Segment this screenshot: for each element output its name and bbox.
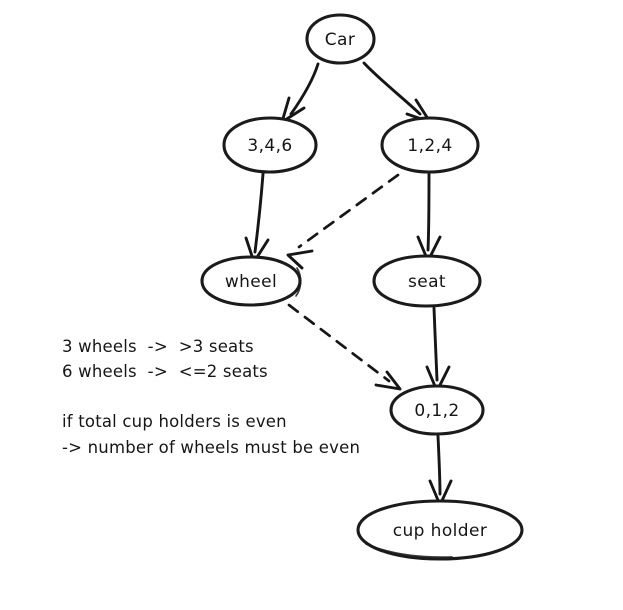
edge-line [297, 173, 400, 249]
node-ellipse [356, 499, 524, 561]
arrow-head-icon [374, 370, 402, 391]
edge-line [253, 172, 265, 254]
node-seat[interactable]: seat [372, 254, 482, 308]
node-cups-domain[interactable]: 0,1,2 [389, 384, 485, 436]
node-ellipse [380, 116, 480, 174]
node-label: seat [408, 272, 446, 292]
node-ellipse [372, 254, 482, 308]
node-ellipse [200, 255, 302, 307]
node-label: Car [325, 30, 355, 50]
node-sketch-stroke [365, 543, 453, 558]
node-label: cup holder [393, 521, 487, 541]
edge-seat-to-cups-dom [425, 306, 451, 393]
node-ellipse [305, 13, 376, 65]
node-sketch-stroke [295, 267, 302, 297]
edge-cups-dom-to-cup-holder [428, 434, 453, 507]
edge-car-to-seats-dom [362, 61, 432, 124]
edge-seats-dom-to-seat [416, 172, 442, 263]
edge-line [432, 306, 439, 382]
edge-line [436, 434, 442, 496]
arrow-head-icon [286, 249, 314, 270]
annotation-wheel-seat-constraints: 3 wheels -> >3 seats 6 wheels -> <=2 sea… [62, 337, 268, 381]
annotation-layer: 3 wheels -> >3 seats 6 wheels -> <=2 sea… [62, 337, 360, 457]
annotation-line: 6 wheels -> <=2 seats [62, 362, 268, 381]
edge-seats-dom-to-wheel [286, 173, 400, 270]
edge-wheels-dom-to-wheel [244, 172, 270, 264]
node-wheel[interactable]: wheel [200, 255, 302, 307]
annotation-cup-holder-parity-constraint: if total cup holders is even -> number o… [62, 412, 360, 457]
edge-line [287, 303, 391, 383]
edge-line [426, 172, 431, 252]
node-label: wheel [225, 272, 277, 292]
node-car[interactable]: Car [305, 13, 376, 65]
node-label: 1,2,4 [407, 136, 452, 156]
annotation-line: 3 wheels -> >3 seats [62, 337, 254, 356]
edge-car-to-wheels-dom [280, 62, 320, 124]
node-layer: Car 3,4,6 1,2,4 wheel seat 0,1, [200, 13, 524, 561]
node-seats-domain[interactable]: 1,2,4 [380, 116, 480, 174]
edge-line [289, 62, 320, 116]
edge-line [362, 61, 422, 116]
node-cup-holder[interactable]: cup holder [356, 499, 524, 561]
node-wheels-domain[interactable]: 3,4,6 [222, 116, 318, 174]
edge-wheel-to-cups-dom [287, 303, 402, 391]
annotation-line: -> number of wheels must be even [62, 438, 360, 457]
node-label: 0,1,2 [414, 401, 459, 421]
annotation-line: if total cup holders is even [62, 412, 287, 431]
node-ellipse [222, 116, 318, 174]
node-label: 3,4,6 [247, 136, 292, 156]
node-ellipse [389, 384, 485, 436]
